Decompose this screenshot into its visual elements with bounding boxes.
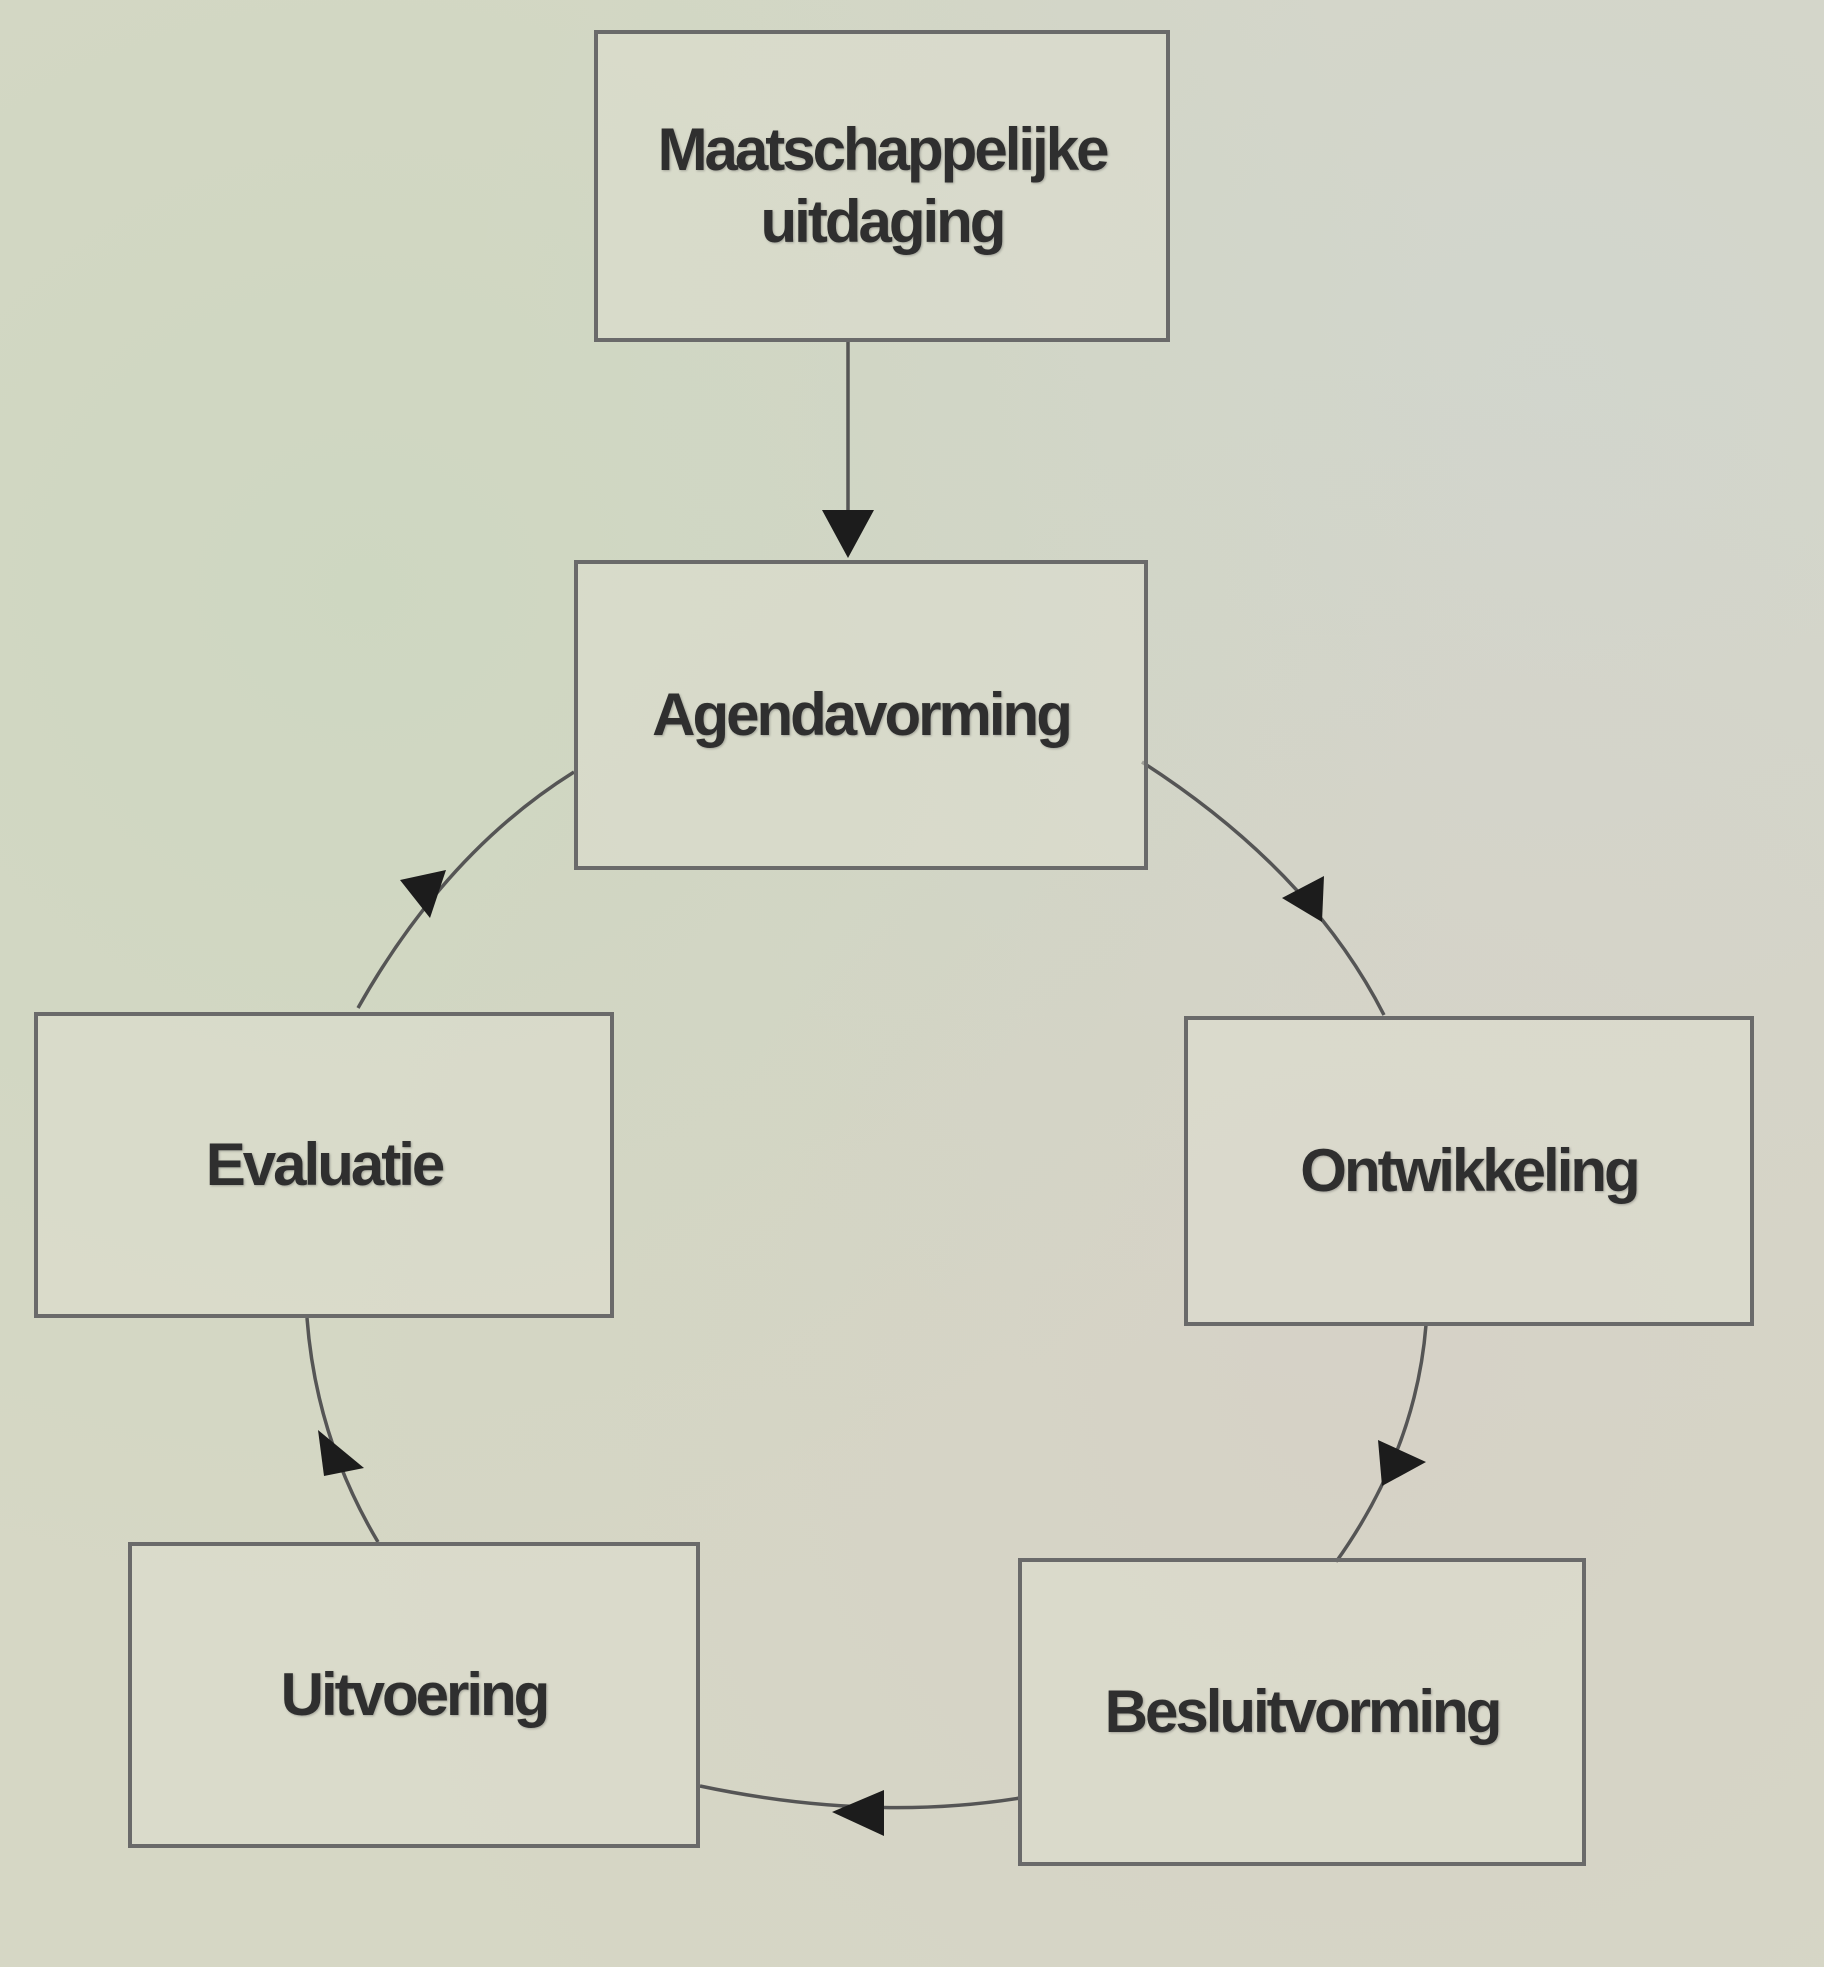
box-agendavorming: Agendavorming bbox=[574, 560, 1148, 870]
label-evaluatie: Evaluatie bbox=[205, 1131, 445, 1198]
box-maatschappelijke-uitdaging: Maatschappelijke uitdaging bbox=[594, 30, 1170, 342]
edge-execution-to-evaluation bbox=[305, 1317, 380, 1543]
label-uitvoering: Uitvoering bbox=[280, 1661, 551, 1728]
box-evaluatie: Evaluatie bbox=[34, 1012, 614, 1318]
edge-evaluation-to-agenda bbox=[356, 770, 575, 1009]
box-uitvoering: Uitvoering bbox=[128, 1542, 700, 1848]
edge-development-to-decision bbox=[1334, 1324, 1428, 1564]
label-maatschappelijke-uitdaging: Maatschappelijke uitdaging bbox=[657, 116, 1110, 255]
box-ontwikkeling: Ontwikkeling bbox=[1184, 1016, 1754, 1326]
label-agendavorming: Agendavorming bbox=[652, 681, 1073, 748]
label-besluitvorming: Besluitvorming bbox=[1104, 1678, 1503, 1745]
edge-decision-to-execution bbox=[699, 1784, 1021, 1836]
edge-agenda-to-development bbox=[1141, 760, 1386, 1016]
box-besluitvorming: Besluitvorming bbox=[1018, 1558, 1586, 1866]
label-ontwikkeling: Ontwikkeling bbox=[1300, 1137, 1640, 1204]
edge-challenge-to-agenda bbox=[822, 340, 874, 558]
